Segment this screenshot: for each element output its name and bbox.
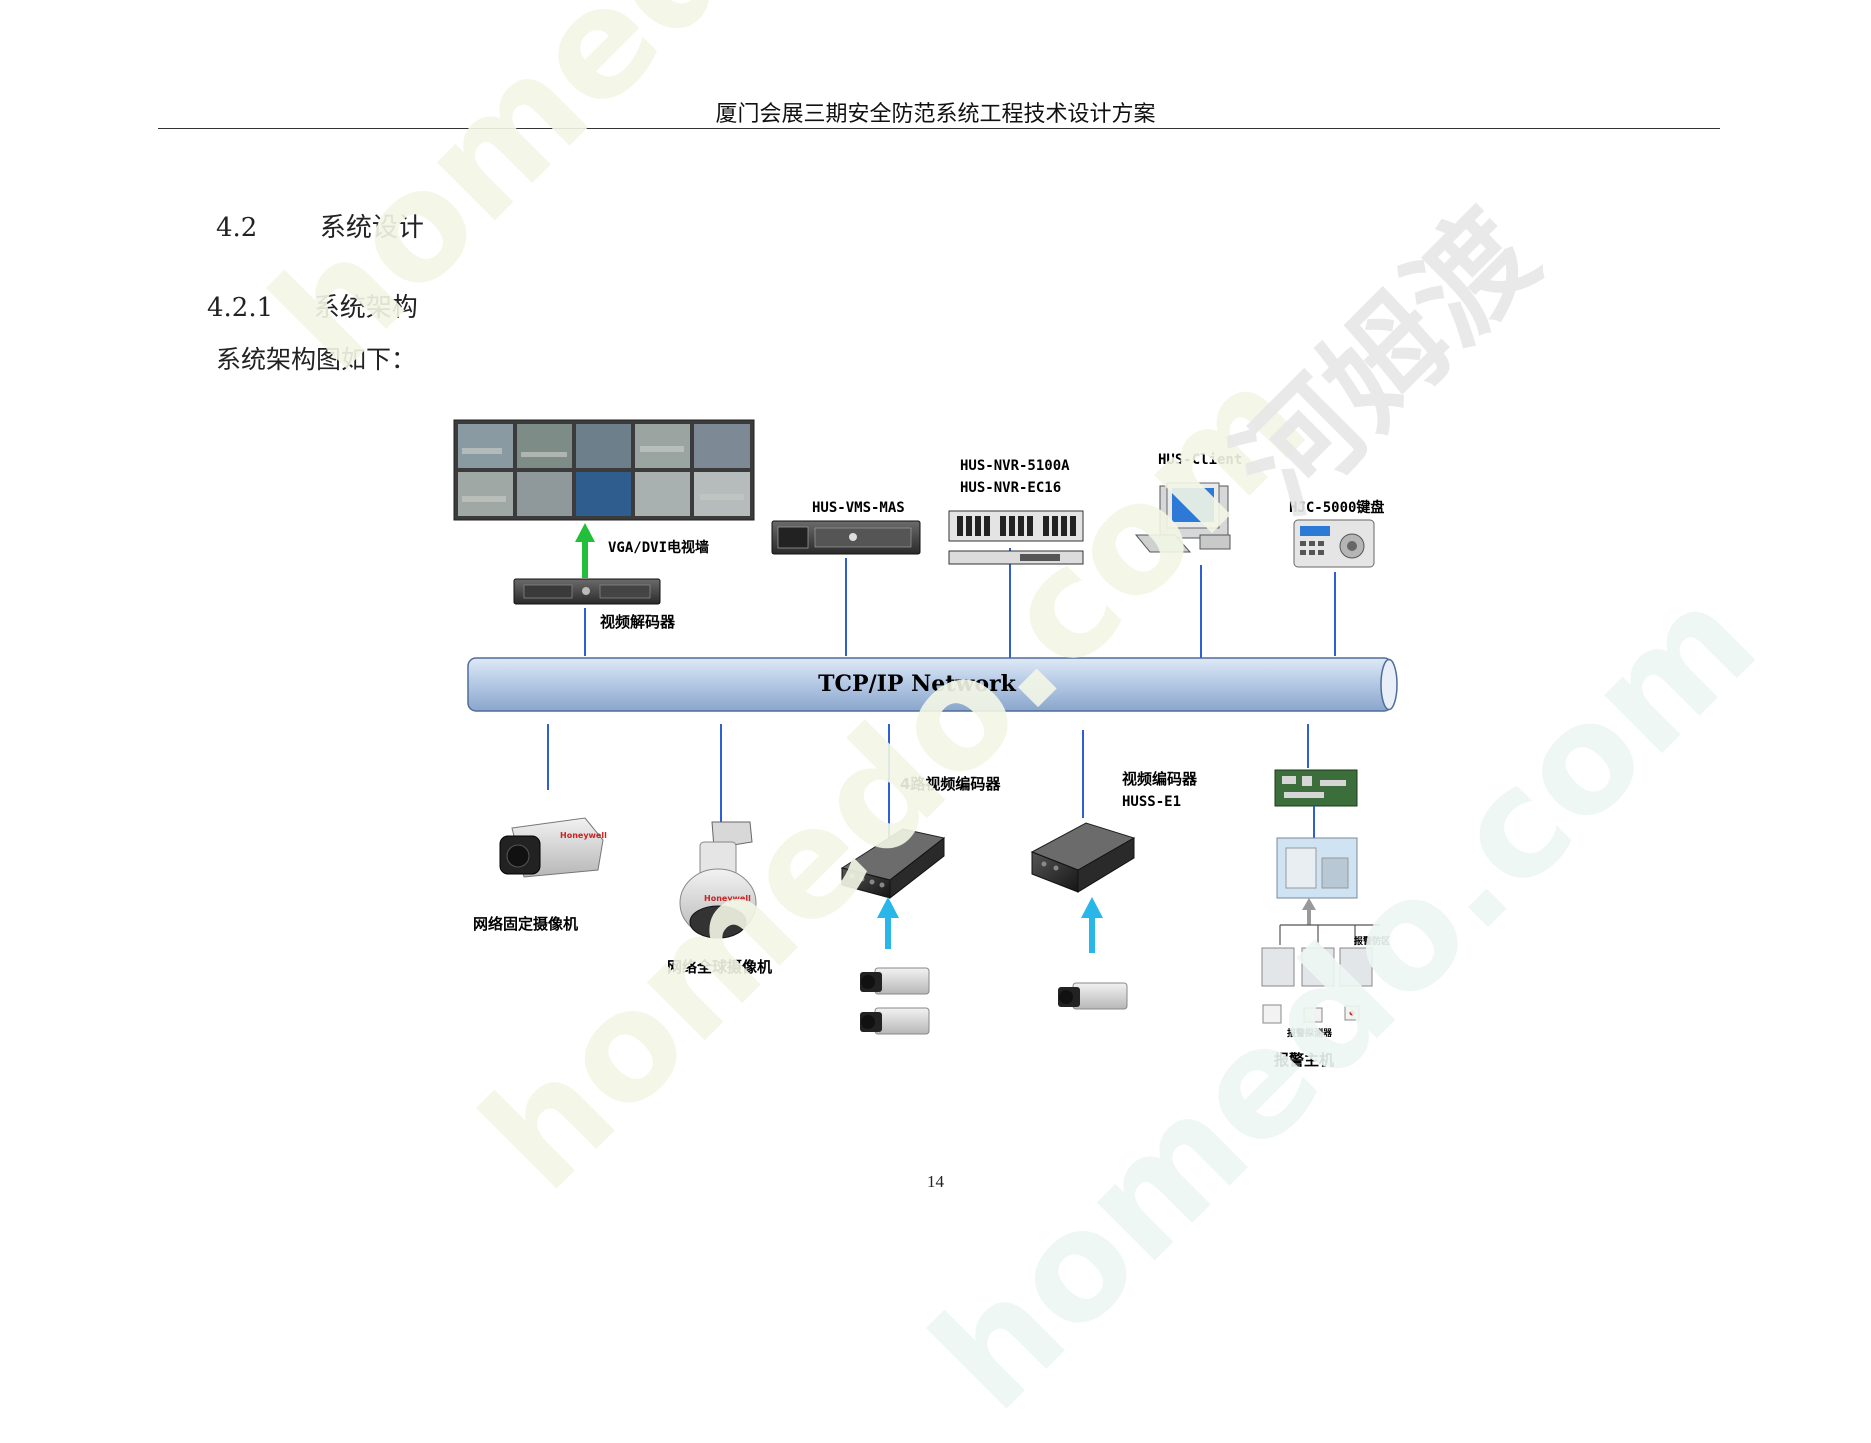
video-wall-label: VGA/DVI电视墙 [608,539,709,556]
decoder-label: 视频解码器 [600,613,676,631]
dome-camera-label: 网络全球摄像机 [667,958,772,976]
header-rule [158,128,1720,129]
subsection-title: 系统架构 [313,293,418,323]
keyboard-label: HJC-5000键盘 [1289,499,1384,516]
page-number: 14 [927,1172,944,1191]
nvr-device [948,510,1084,565]
network-dome-camera-device: Honeywell [679,821,757,939]
fixed-camera-label: 网络固定摄像机 [473,915,578,933]
encoder-label-line2: HUSS-E1 [1122,794,1181,810]
video-wall [453,419,755,521]
four-channel-encoder-device [840,828,946,900]
lower-link-lines [547,724,1309,855]
subsection-heading: 4.2.1 系统架构 [207,287,418,324]
nvr-label-line2: HUS-NVR-EC16 [960,480,1061,496]
subsection-number: 4.2.1 [207,293,274,323]
alarm-zone-label: 报警防区 [1354,935,1390,947]
green-up-arrow [575,523,595,578]
client-label: HUS-Client [1158,452,1242,468]
encoder-label-line1: 视频编码器 [1122,770,1198,788]
network-pipe [467,657,1398,712]
section-heading: 4.2 系统设计 [216,207,424,244]
nvr-label-line1: HUS-NVR-5100A [960,458,1070,474]
dome-camera-brand: Honeywell [704,894,751,903]
alarm-detector-label: 报警探测器 [1287,1027,1333,1039]
single-encoder-device [1030,822,1136,893]
video-decoder-device [513,578,661,605]
cyan-up-arrows [877,897,1103,953]
vms-server-device [771,520,921,555]
encoder4-label: 4路视频编码器 [900,775,1001,793]
network-fixed-camera-device: Honeywell [499,817,607,878]
hjc-keyboard-device [1293,519,1375,568]
client-pc-device [1134,482,1231,553]
alarm-host-label: 报警主机 [1274,1051,1334,1069]
intro-paragraph: 系统架构图如下： [216,345,417,374]
document-header-title: 厦门会展三期安全防范系统工程技术设计方案 [715,102,1156,127]
network-label: TCP/IP Network [818,671,1016,697]
analog-camera-icons [860,967,1128,1035]
upper-link-lines [584,548,1336,658]
vms-label: HUS-VMS-MAS [812,500,905,516]
section-title: 系统设计 [319,213,424,243]
fixed-camera-brand: Honeywell [560,831,607,840]
section-number: 4.2 [216,213,258,243]
system-architecture-diagram: Honeywell Honeywell [453,419,1398,1069]
alarm-host-assembly [1261,769,1380,1024]
